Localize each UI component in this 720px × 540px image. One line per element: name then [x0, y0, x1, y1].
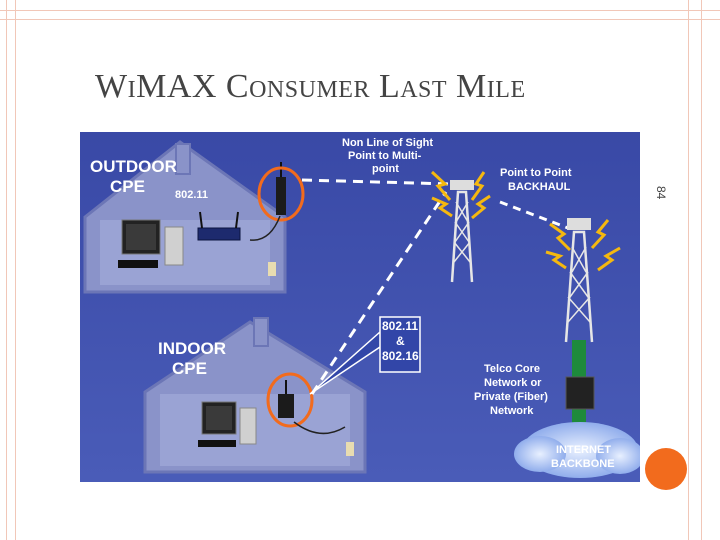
outdoor-label-1: OUTDOOR [90, 157, 177, 176]
standards-line-3: 802.16 [382, 349, 419, 363]
slide-frame-right [688, 0, 702, 540]
telco-label-line-3: Private (Fiber) [474, 391, 548, 403]
slide-orange-dot [645, 448, 687, 490]
outdoor-outlet-icon [268, 262, 276, 276]
nlos-label-line-1: Non Line of Sight [342, 137, 433, 149]
indoor-outlet-icon [346, 442, 354, 456]
outdoor-label-2: CPE [110, 177, 145, 196]
outdoor-computer-icon [118, 220, 183, 268]
internet-label-line-1: INTERNET [556, 444, 611, 456]
p2p-label-line-1: Point to Point [500, 167, 572, 179]
telco-label-line-2: Network or [484, 377, 542, 389]
standards-line-1: 802.11 [382, 319, 418, 333]
telco-label-line-4: Network [490, 405, 534, 417]
indoor-label-1: INDOOR [158, 339, 226, 358]
internet-label-line-2: BACKBONE [551, 458, 615, 470]
indoor-label-2: CPE [172, 359, 207, 378]
slide-frame-left [6, 0, 16, 540]
slide-title: WiMAX Consumer Last Mile [95, 68, 526, 106]
nlos-label-line-2: Point to Multi- [348, 150, 422, 162]
p2p-label-line-2: BACKHAUL [508, 181, 571, 193]
indoor-computer-icon [198, 402, 256, 447]
slide-frame-top [0, 10, 720, 20]
nlos-label-line-3: point [372, 163, 399, 175]
telco-label-line-1: Telco Core [484, 363, 540, 375]
page-number: 84 [654, 186, 668, 199]
standards-line-2: & [396, 334, 405, 348]
wimax-diagram: OUTDOOR CPE 802.11 INDOOR CPE [80, 132, 640, 482]
wifi-label: 802.11 [175, 189, 208, 201]
equipment-cabinet-icon [566, 377, 594, 409]
